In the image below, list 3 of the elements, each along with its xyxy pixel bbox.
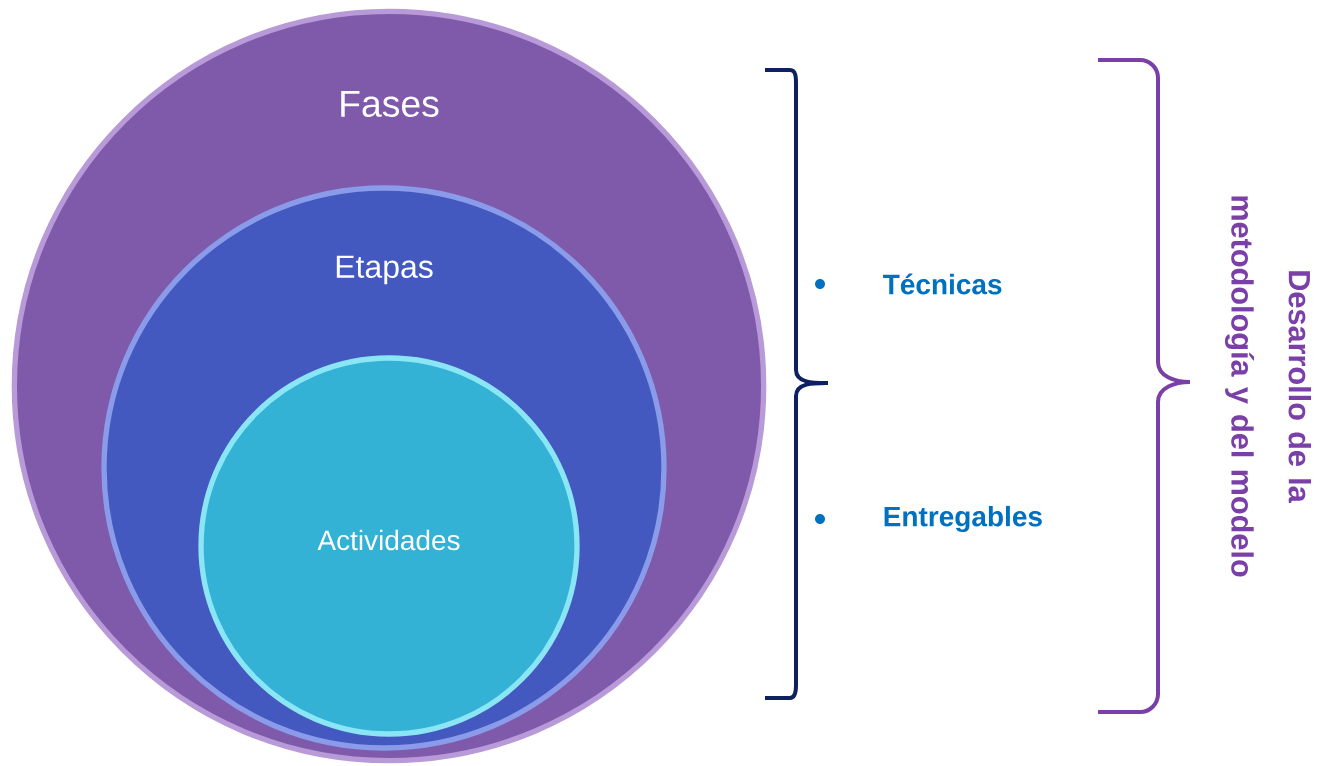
list-item: Entregables — [884, 505, 1042, 533]
list-item: Técnicas — [883, 273, 1002, 295]
side-label: Desarrollo de la metodología y del modelo — [1225, 196, 1312, 577]
